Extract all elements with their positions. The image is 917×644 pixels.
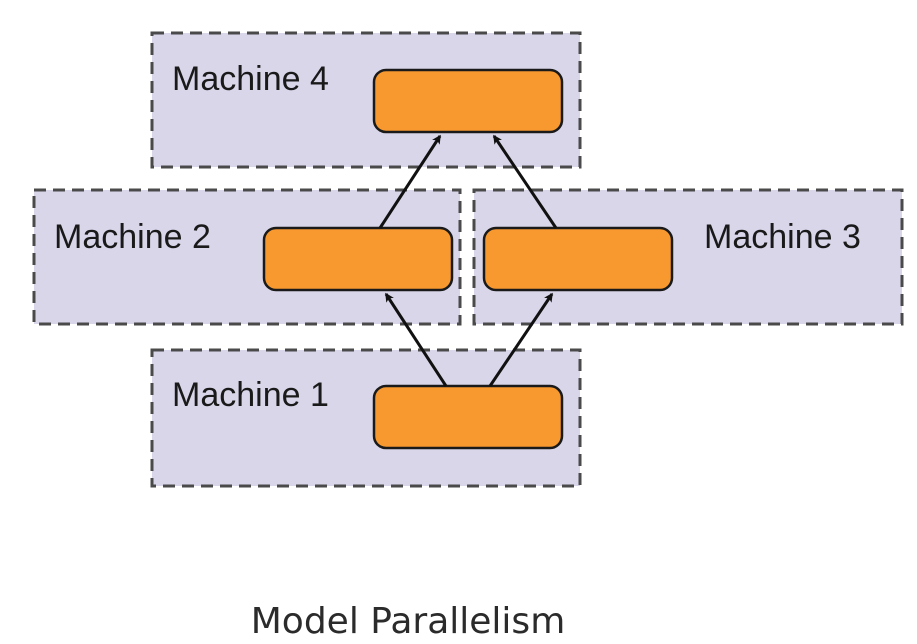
machine-3-block (482, 226, 674, 292)
machine-3-group: Machine 3 (472, 188, 904, 326)
machine-2-block (262, 226, 454, 292)
machine-4-group: Machine 4 (150, 31, 582, 169)
machine-2-group: Machine 2 (32, 188, 462, 326)
machine-4-label: Machine 4 (172, 60, 329, 98)
machine-1-label: Machine 1 (172, 376, 329, 414)
machine-1-block (372, 384, 564, 450)
arrow-machine-1-to-machine-3 (488, 292, 554, 387)
machine-2-label: Machine 2 (54, 218, 211, 256)
arrow-machine-1-to-machine-2 (384, 292, 448, 387)
machine-3-label: Machine 3 (704, 218, 861, 256)
machine-1-group: Machine 1 (150, 348, 582, 488)
machine-4-block (372, 68, 564, 134)
arrow-machine-3-to-machine-4 (492, 134, 558, 229)
arrow-machine-2-to-machine-4 (378, 134, 442, 229)
diagram-caption: Model Parallelism (251, 601, 566, 642)
